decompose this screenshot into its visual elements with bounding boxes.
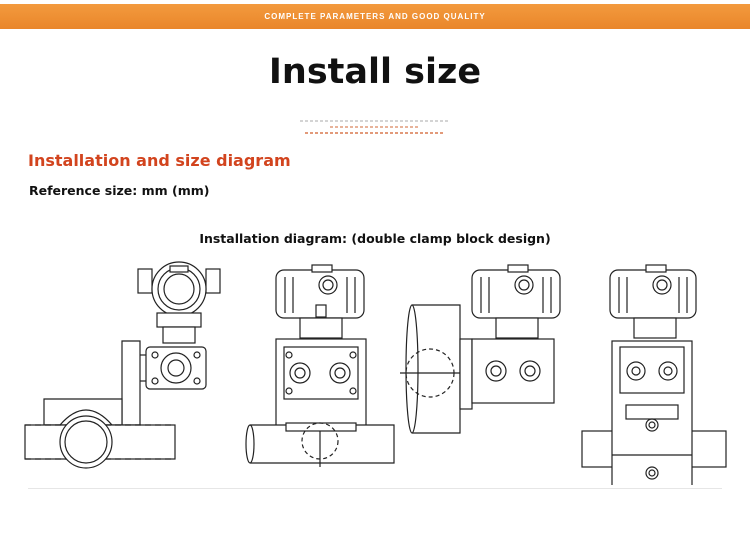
installation-drawing	[24, 261, 727, 485]
side-view-vertical-pipe	[400, 264, 561, 434]
fine-print-line	[305, 132, 445, 134]
section-heading: Installation and size diagram	[28, 151, 291, 170]
diagram-caption: Installation diagram: (double clamp bloc…	[199, 231, 551, 246]
top-banner: COMPLETE PARAMETERS AND GOOD QUALITY	[0, 4, 750, 29]
front-view-vertical-mount	[581, 264, 727, 485]
reference-size-note: Reference size: mm (mm)	[29, 183, 210, 198]
front-view-horizontal-pipe	[245, 264, 395, 467]
side-view-horizontal-pipe	[24, 261, 221, 469]
banner-text: COMPLETE PARAMETERS AND GOOD QUALITY	[264, 12, 486, 21]
fine-print-line	[300, 120, 450, 122]
fine-print-line	[330, 126, 420, 128]
divider	[28, 488, 722, 489]
page-title: Install size	[268, 52, 482, 92]
